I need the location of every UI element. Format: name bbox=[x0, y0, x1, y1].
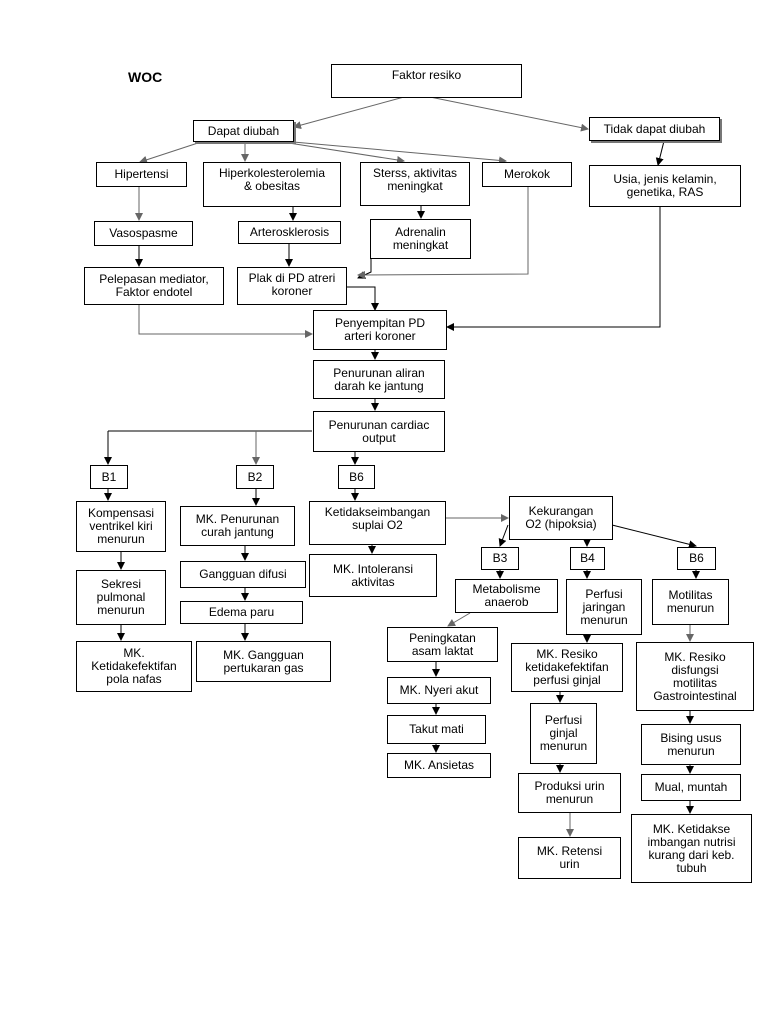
node-mk-nutrisi: MK. Ketidakse imbangan nutrisi kurang da… bbox=[631, 814, 752, 883]
node-penurunan-cardiac: Penurunan cardiac output bbox=[313, 411, 445, 452]
node-merokok: Merokok bbox=[482, 162, 572, 187]
node-mual: Mual, muntah bbox=[641, 774, 741, 801]
node-mk-perfusi-ginjal: MK. Resiko ketidakefektifan perfusi ginj… bbox=[511, 643, 623, 692]
node-kompensasi: Kompensasi ventrikel kiri menurun bbox=[76, 501, 166, 552]
node-produksi-urin: Produksi urin menurun bbox=[518, 773, 621, 813]
edge-dapat-merokok bbox=[281, 140, 507, 165]
node-mk-retensi: MK. Retensi urin bbox=[518, 837, 621, 879]
node-stress: Sterss, aktivitas meningkat bbox=[360, 162, 470, 206]
node-penurunan-aliran: Penurunan aliran darah ke jantung bbox=[313, 360, 445, 399]
node-mk-ansietas: MK. Ansietas bbox=[387, 753, 491, 778]
node-usia: Usia, jenis kelamin, genetika, RAS bbox=[589, 165, 741, 207]
node-mk-pertukaran: MK. Gangguan pertukaran gas bbox=[196, 641, 331, 682]
edge-kekurangan-b3 bbox=[498, 524, 509, 547]
edge-faktor-dapat bbox=[293, 96, 405, 130]
node-b6-right: B6 bbox=[677, 547, 716, 570]
node-kekurangan-o2: Kekurangan O2 (hipoksia) bbox=[509, 496, 613, 540]
page-title: WOC bbox=[128, 69, 163, 85]
edge-pelepasan-penyempitan bbox=[138, 305, 313, 338]
node-perfusi-ginjal: Perfusi ginjal menurun bbox=[530, 703, 597, 764]
edge-merokok-plak bbox=[357, 186, 529, 279]
node-motilitas: Motilitas menurun bbox=[652, 579, 729, 625]
node-mk-pola-nafas: MK. Ketidakefektifan pola nafas bbox=[76, 641, 192, 692]
edge-tidak-usia bbox=[655, 140, 665, 166]
node-bising-usus: Bising usus menurun bbox=[641, 724, 741, 765]
node-mk-intoleransi: MK. Intoleransi aktivitas bbox=[309, 554, 437, 597]
node-sekresi: Sekresi pulmonal menurun bbox=[76, 570, 166, 625]
node-tidak-dapat-diubah: Tidak dapat diubah bbox=[589, 117, 720, 141]
node-faktor-resiko: Faktor resiko bbox=[331, 64, 522, 98]
node-b2: B2 bbox=[236, 465, 274, 489]
node-b6-left: B6 bbox=[338, 465, 375, 489]
edge-kekurangan-b6 bbox=[611, 524, 697, 549]
edge-dapat-hipertensi bbox=[139, 140, 205, 164]
node-hiperkolesterolemia: Hiperkolesterolemia & obesitas bbox=[203, 162, 341, 207]
node-takut-mati: Takut mati bbox=[387, 715, 486, 744]
node-adrenalin: Adrenalin meningkat bbox=[370, 219, 471, 259]
node-dapat-diubah: Dapat diubah bbox=[193, 120, 294, 142]
node-pelepasan-mediator: Pelepasan mediator, Faktor endotel bbox=[84, 267, 224, 305]
node-hipertensi: Hipertensi bbox=[96, 162, 187, 187]
node-mk-disfungsi: MK. Resiko disfungsi motilitas Gastroint… bbox=[636, 642, 754, 711]
edge-usia-penyempitan bbox=[446, 207, 661, 331]
node-penyempitan: Penyempitan PD arteri koroner bbox=[313, 310, 447, 350]
node-gangguan-difusi: Gangguan difusi bbox=[180, 561, 306, 588]
edge-metabolisme-laktat bbox=[447, 612, 471, 627]
node-edema: Edema paru bbox=[180, 601, 303, 624]
node-arterosklerosis: Arterosklerosis bbox=[238, 221, 341, 244]
node-plak: Plak di PD atreri koroner bbox=[237, 267, 347, 305]
node-vasospasme: Vasospasme bbox=[94, 221, 193, 246]
node-b1: B1 bbox=[90, 465, 128, 489]
node-mk-curah: MK. Penurunan curah jantung bbox=[180, 506, 295, 546]
node-perfusi-jaringan: Perfusi jaringan menurun bbox=[566, 579, 642, 635]
edge-faktor-tidak bbox=[429, 96, 589, 132]
node-asam-laktat: Peningkatan asam laktat bbox=[387, 627, 498, 662]
node-metabolisme: Metabolisme anaerob bbox=[455, 579, 558, 613]
edge-dapat-stress bbox=[275, 140, 405, 164]
edge-plak-penyempitan bbox=[347, 286, 379, 311]
node-b3: B3 bbox=[481, 547, 519, 570]
node-b4: B4 bbox=[570, 547, 605, 570]
node-ketidakseimbangan-o2: Ketidakseimbangan suplai O2 bbox=[309, 501, 446, 545]
node-mk-nyeri: MK. Nyeri akut bbox=[387, 677, 491, 704]
